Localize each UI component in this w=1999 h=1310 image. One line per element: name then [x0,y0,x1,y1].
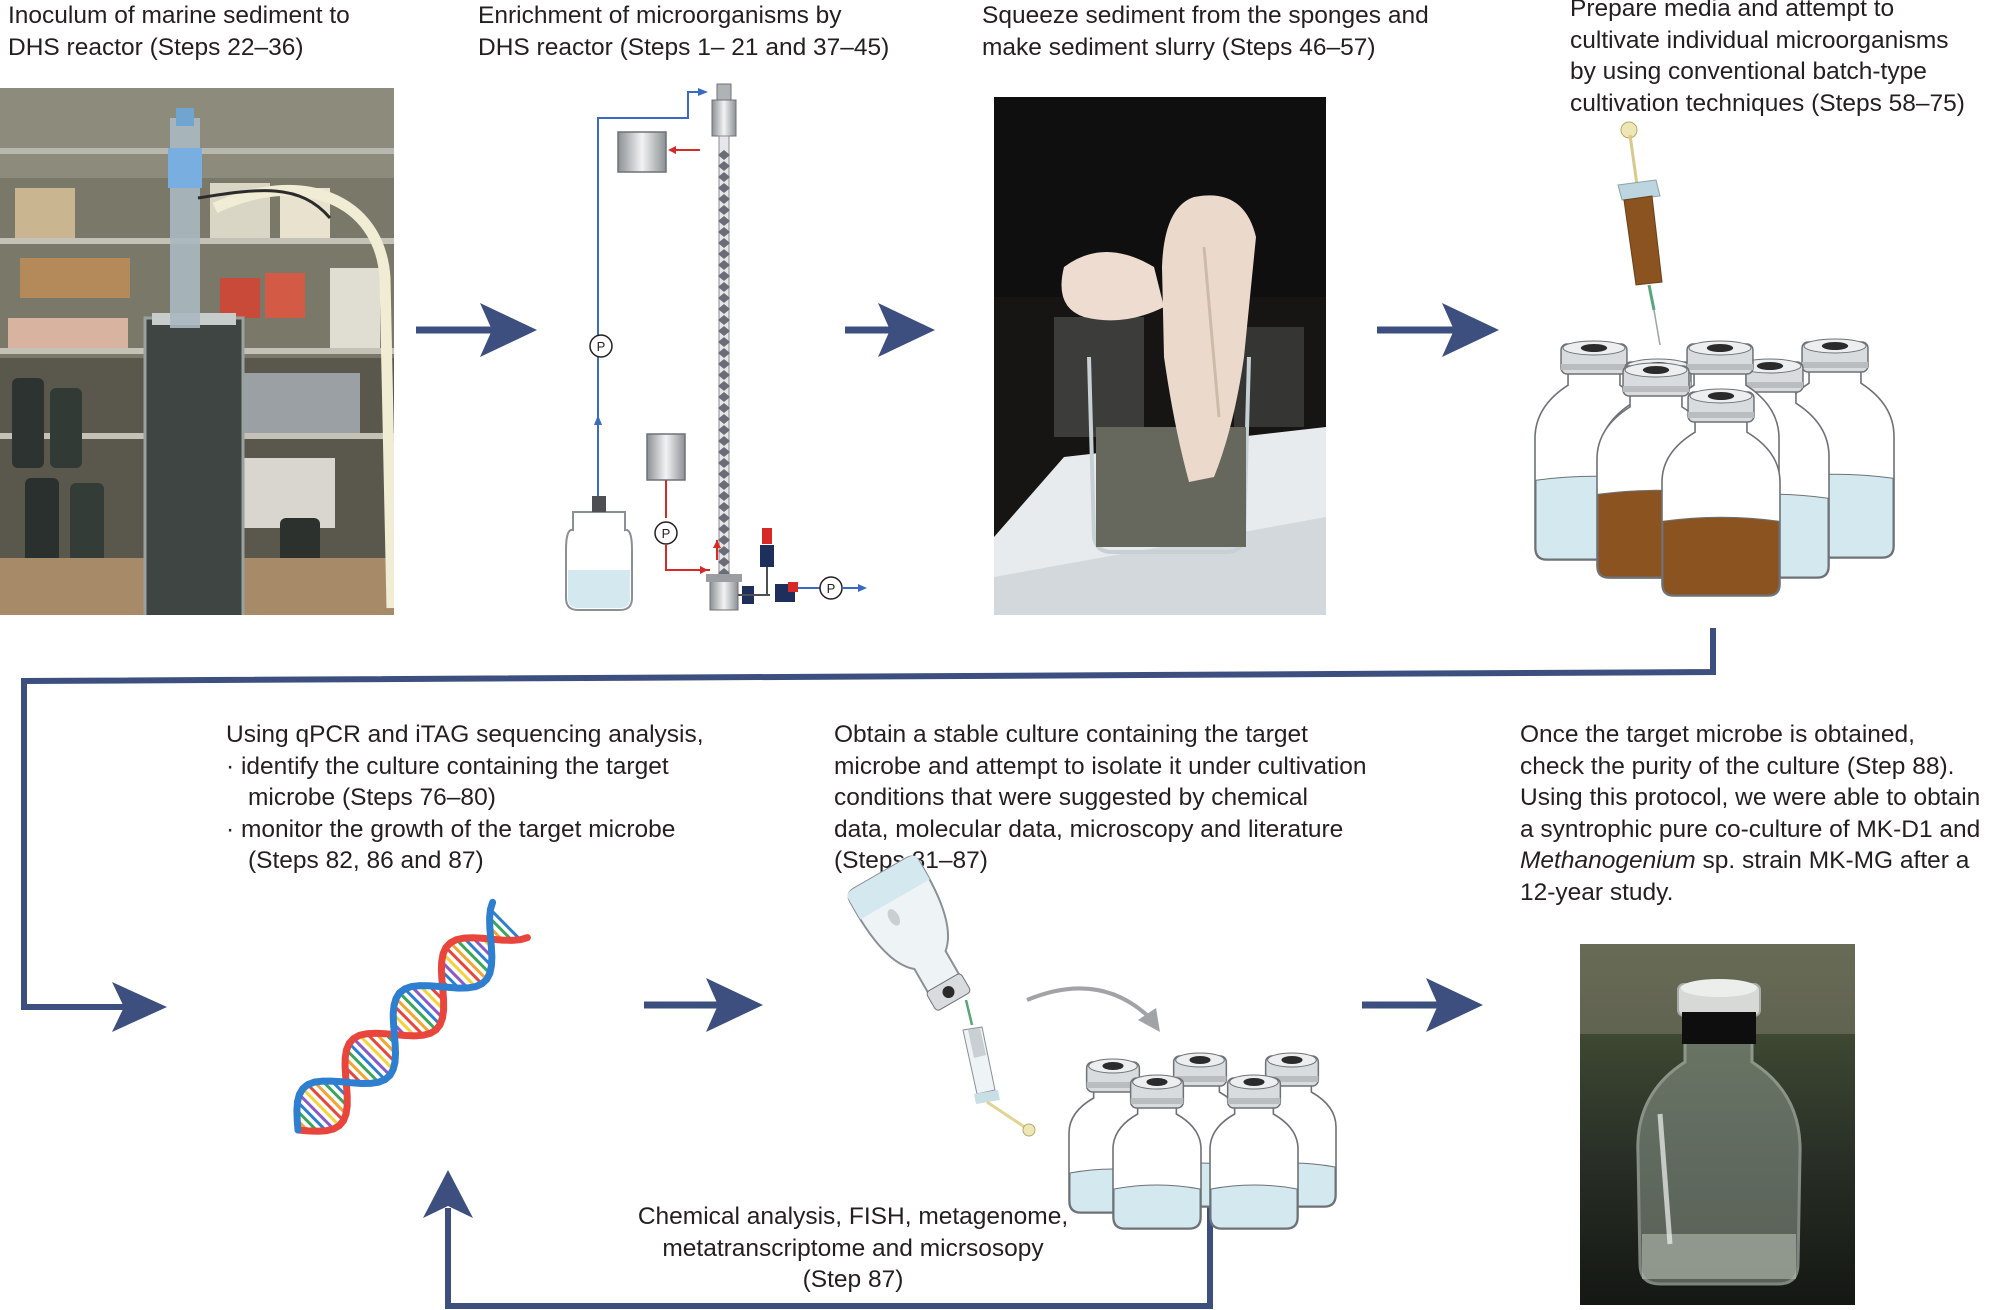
feedback-connector-head [423,1170,473,1218]
caption-qpcr: Using qPCR and iTAG sequencing analysis,… [226,721,704,874]
culture-bottle [1112,1074,1202,1230]
flow-arrow-2 [845,303,935,357]
dna-icon [293,898,531,1135]
flow-arrow-5 [1362,978,1483,1032]
photo-final-vial [1580,944,1855,1305]
dhs-reactor-schematic: P P P [565,83,867,611]
photo-squeeze-sediment [994,97,1326,615]
return-connector [21,628,1716,1010]
caption-feedback: Chemical analysis, FISH, metagenome, met… [637,1203,1069,1293]
caption-enrichment: Enrichment of microorganisms by DHS reac… [478,2,890,61]
pump-label: P [827,581,836,596]
pump-label: P [597,339,606,354]
flow-arrow-1 [416,303,537,357]
lab-scene [0,88,394,615]
caption-stable-culture: Obtain a stable culture containing the t… [834,721,1367,874]
syringe-icon-small [962,999,1036,1137]
species-name: Methanogenium [1520,847,1696,874]
photo-dhs-reactor-lab [0,88,394,615]
feedback-connector [445,1200,1213,1309]
transfer-arrow-head [1138,1008,1160,1032]
squeeze-scene [994,97,1326,615]
culture-bottles-row2 [1068,1052,1337,1230]
culture-bottle [1661,388,1781,597]
flow-arrow-4 [644,978,763,1032]
inverted-bottle-icon [847,855,971,1011]
culture-bottle [1209,1074,1299,1230]
syringe-icon [1617,121,1663,346]
pump-icon [589,334,613,358]
flow-arrow-3 [1377,303,1499,357]
caption-prepare-media: Prepare media and attempt to cultivate i… [1570,0,1965,117]
caption-squeeze: Squeeze sediment from the sponges and ma… [982,2,1429,61]
caption-purity: Once the target microbe is obtained, che… [1520,721,1981,906]
vial-scene [1580,944,1855,1305]
transfer-arrow [1026,986,1152,1020]
pump-label: P [662,526,671,541]
return-connector-head [112,982,167,1032]
culture-bottles-row1 [1534,338,1895,597]
caption-inoculum: Inoculum of marine sediment to DHS react… [8,2,350,61]
